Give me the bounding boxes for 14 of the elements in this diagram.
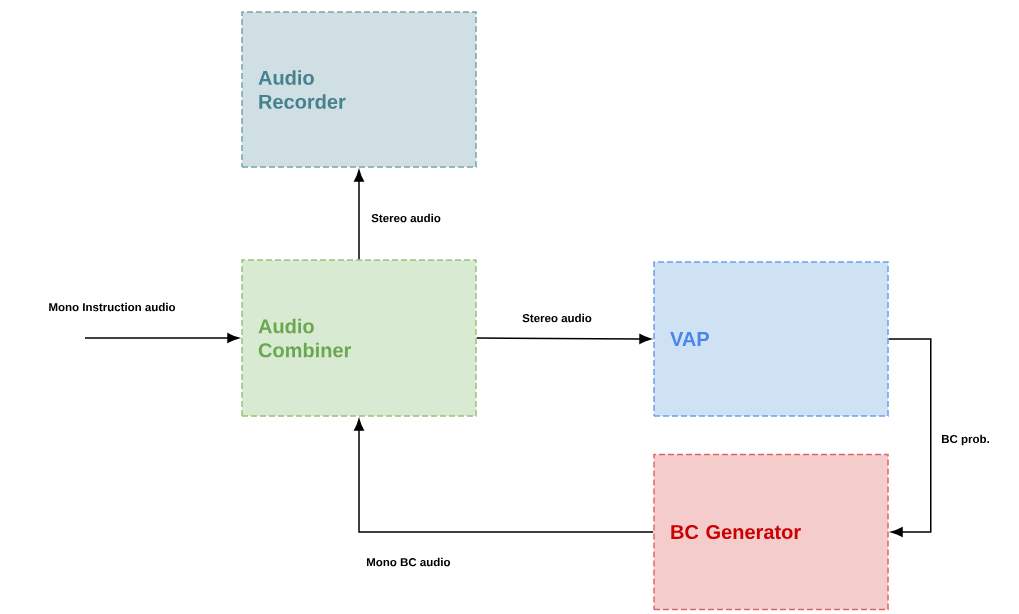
edge-label: Mono BC audio	[367, 557, 451, 567]
edge-label: Stereo audio	[371, 213, 441, 223]
arrow	[84, 333, 240, 343]
process-box: Audio Combiner	[241, 259, 477, 417]
arrow	[354, 418, 654, 533]
edge-label: Stereo audio	[522, 313, 592, 323]
edge-label: BC prob.	[942, 434, 989, 446]
process-box: Audio Recorder	[241, 11, 477, 168]
process-box: BC Generator	[653, 453, 889, 611]
process-box: VAP	[653, 261, 889, 417]
arrow	[888, 338, 932, 537]
arrow	[354, 169, 364, 260]
arrow	[476, 334, 652, 344]
edge-label: Mono Instruction audio	[49, 302, 176, 312]
